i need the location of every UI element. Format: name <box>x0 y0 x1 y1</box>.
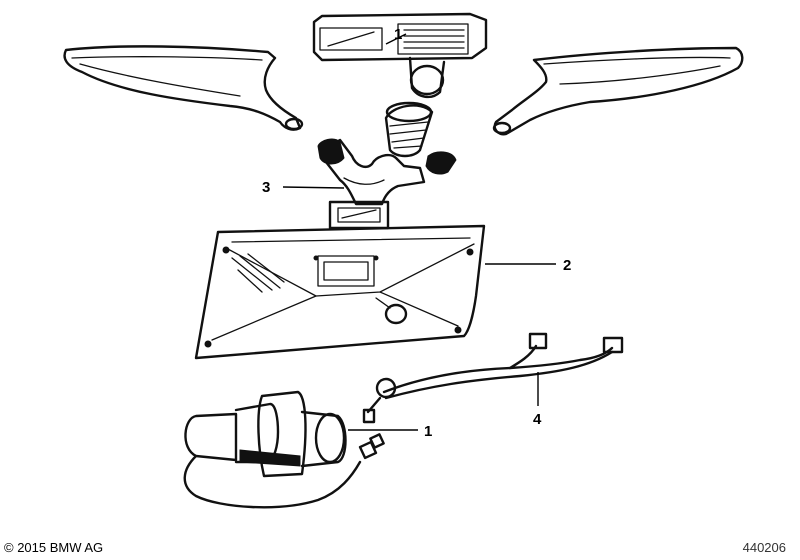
diagram-number: 440206 <box>742 540 786 555</box>
corrugated-hose[interactable] <box>384 101 434 158</box>
callout-part-3[interactable]: 3 <box>262 179 270 196</box>
wiring-harness[interactable] <box>362 332 624 424</box>
mounting-plate[interactable] <box>194 224 486 360</box>
leader-line-part-1-top <box>385 33 407 45</box>
left-air-nozzle[interactable] <box>63 45 304 131</box>
right-air-nozzle[interactable] <box>492 46 744 136</box>
y-distributor-pipe[interactable] <box>317 138 457 230</box>
leader-line-part-3 <box>282 186 345 189</box>
callout-part-1-bottom[interactable]: 1 <box>424 423 432 440</box>
callout-part-2[interactable]: 2 <box>563 257 571 274</box>
blower-motor[interactable] <box>183 390 385 509</box>
callout-part-1-top[interactable]: 1 <box>394 26 402 43</box>
center-air-outlet[interactable] <box>312 12 488 99</box>
callout-part-4[interactable]: 4 <box>533 411 542 428</box>
copyright-notice: © 2015 BMW AG <box>4 540 104 555</box>
